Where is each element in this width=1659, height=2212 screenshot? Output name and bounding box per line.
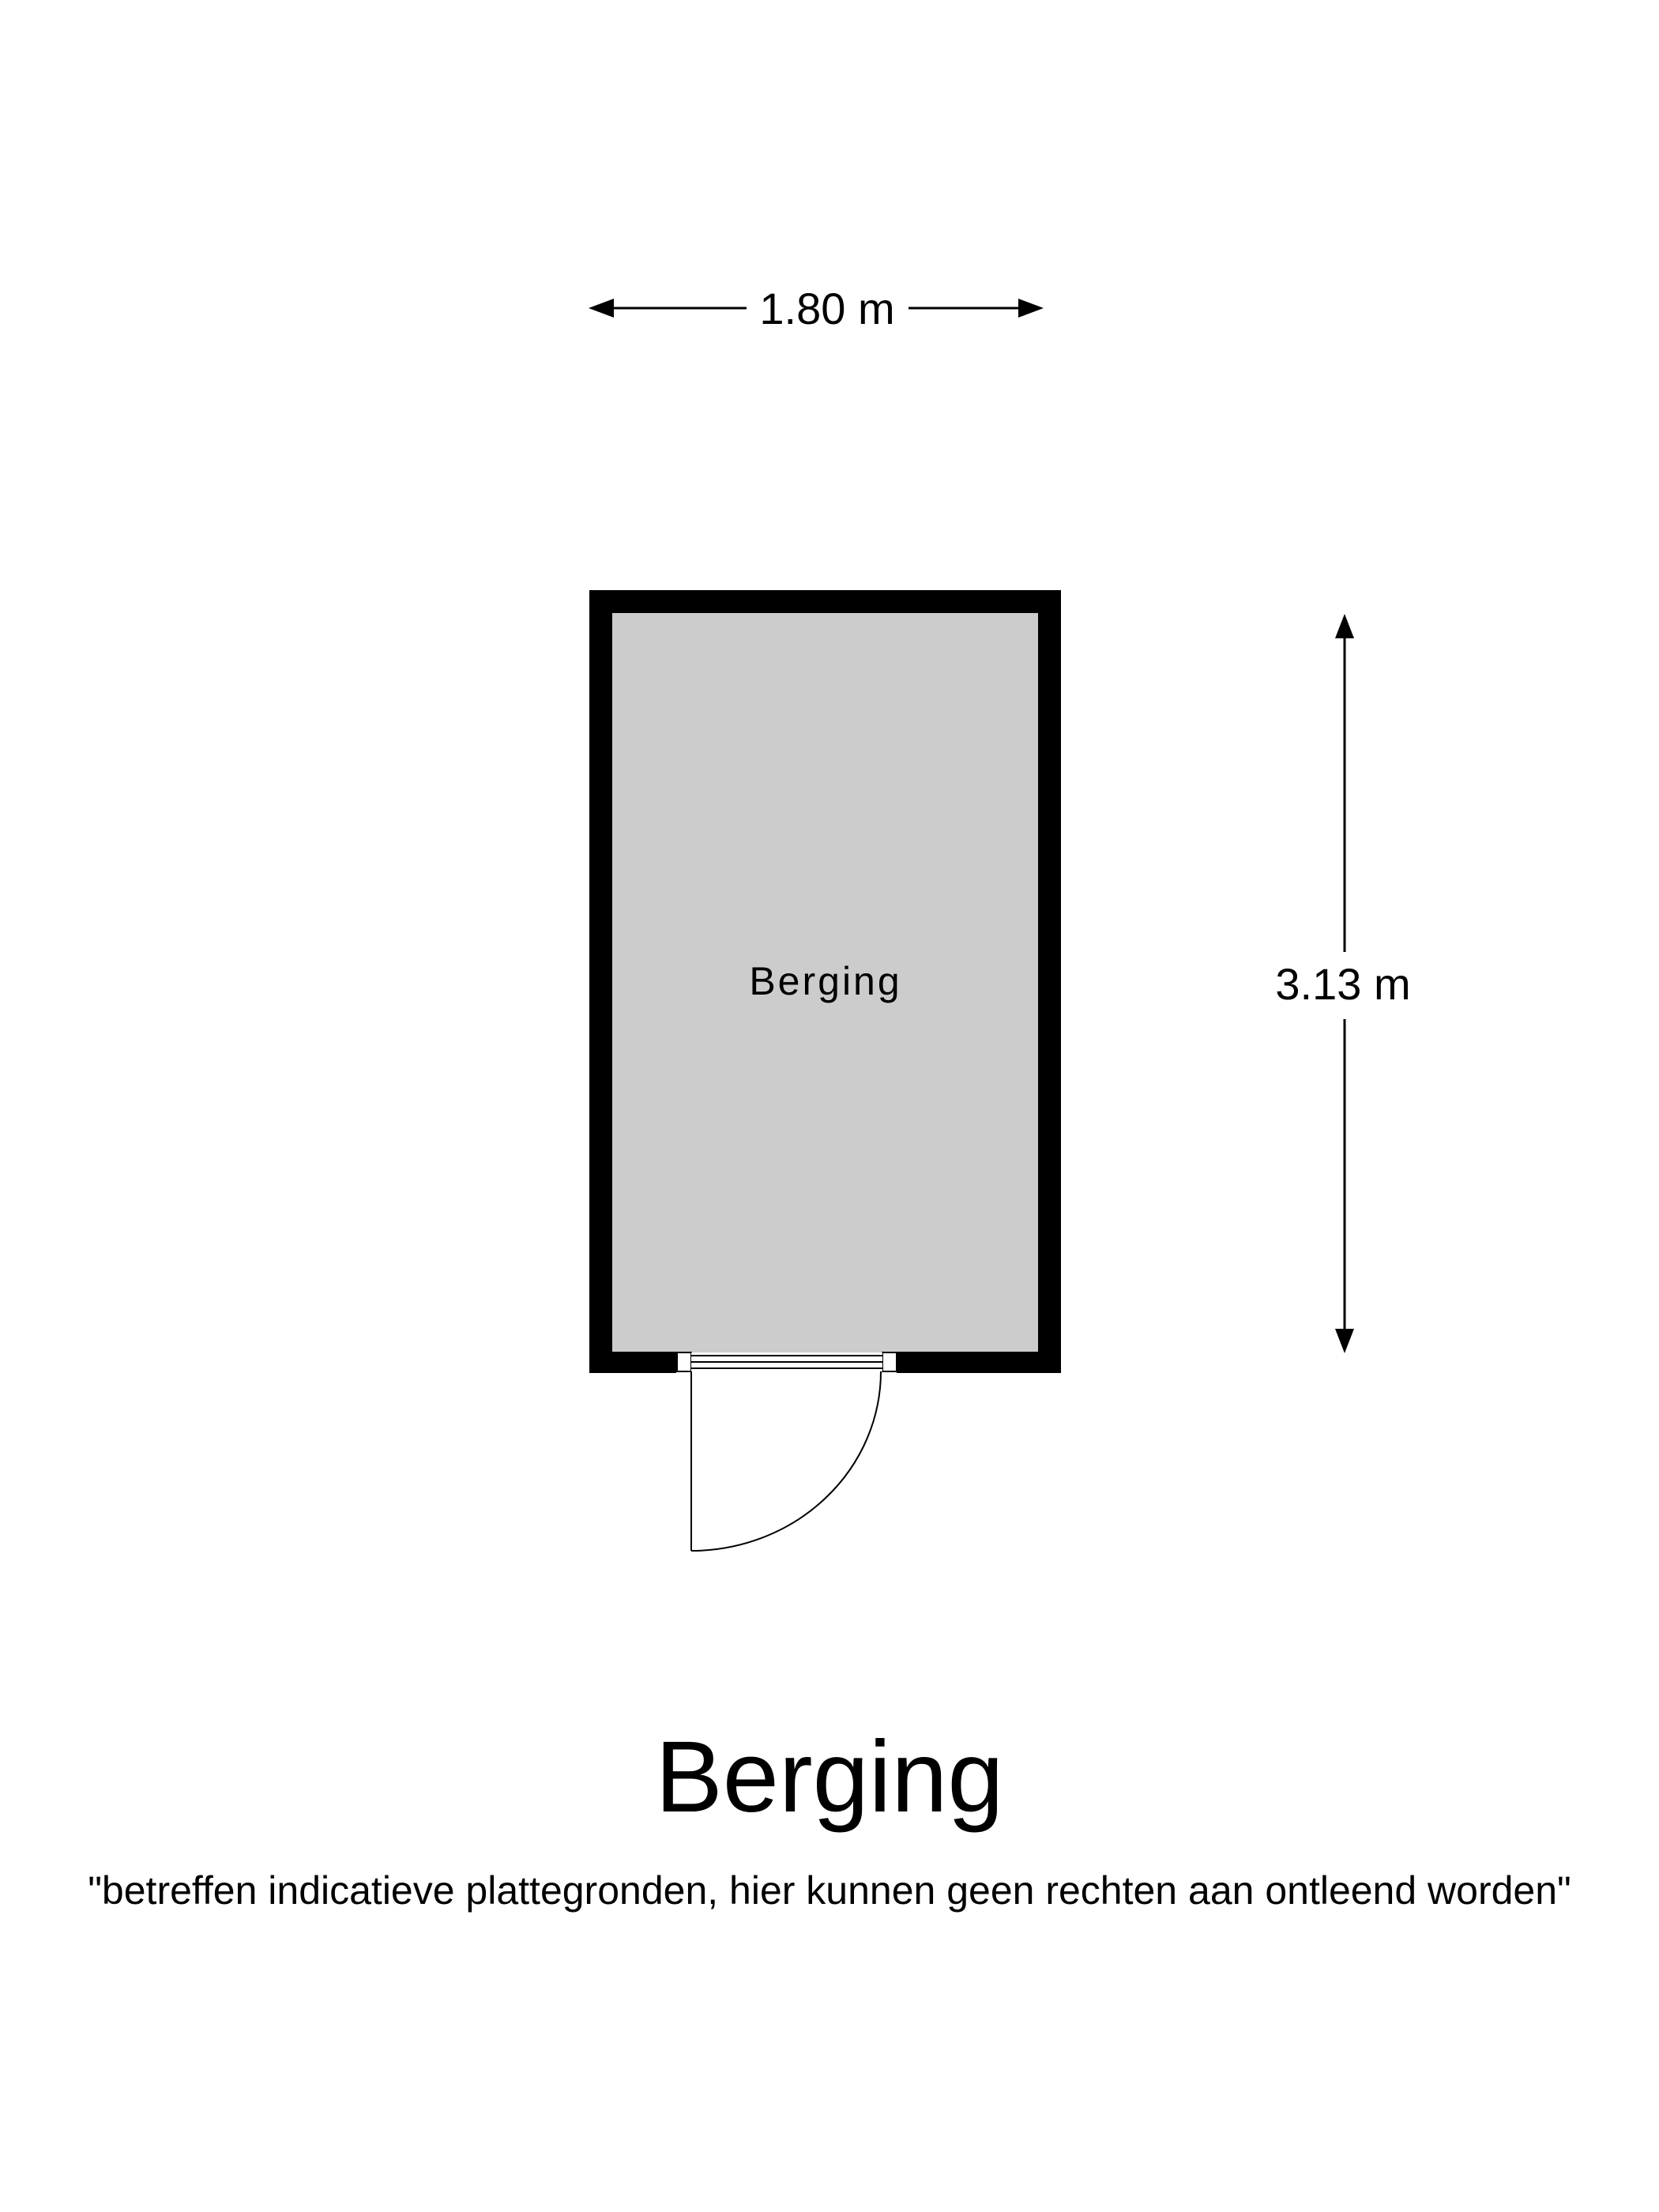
depth-dimension: 3.13 m bbox=[1275, 614, 1411, 1353]
plan-title: Berging bbox=[655, 1721, 1004, 1834]
wall-bottom-left bbox=[589, 1352, 676, 1373]
wall-top bbox=[589, 590, 1061, 613]
width-arrow-right-icon bbox=[1018, 299, 1044, 318]
width-arrow-left-icon bbox=[589, 299, 614, 318]
wall-left bbox=[589, 590, 612, 1373]
door bbox=[676, 1352, 897, 1552]
door-swing-arc bbox=[690, 1371, 882, 1552]
width-dimension-label: 1.80 m bbox=[759, 284, 894, 333]
door-frame-left bbox=[676, 1352, 692, 1372]
room-berging: Berging bbox=[589, 590, 1061, 1373]
depth-arrow-top-icon bbox=[1335, 614, 1354, 638]
depth-dimension-label: 3.13 m bbox=[1275, 959, 1410, 1009]
room-floor bbox=[602, 602, 1052, 1363]
wall-bottom-right bbox=[897, 1352, 1061, 1373]
disclaimer-text: "betreffen indicatieve plattegronden, hi… bbox=[88, 1868, 1571, 1913]
door-frame-right bbox=[882, 1352, 897, 1372]
depth-arrow-bottom-icon bbox=[1335, 1329, 1354, 1353]
room-label: Berging bbox=[749, 959, 901, 1003]
wall-right bbox=[1038, 590, 1061, 1373]
width-dimension: 1.80 m bbox=[589, 284, 1044, 333]
